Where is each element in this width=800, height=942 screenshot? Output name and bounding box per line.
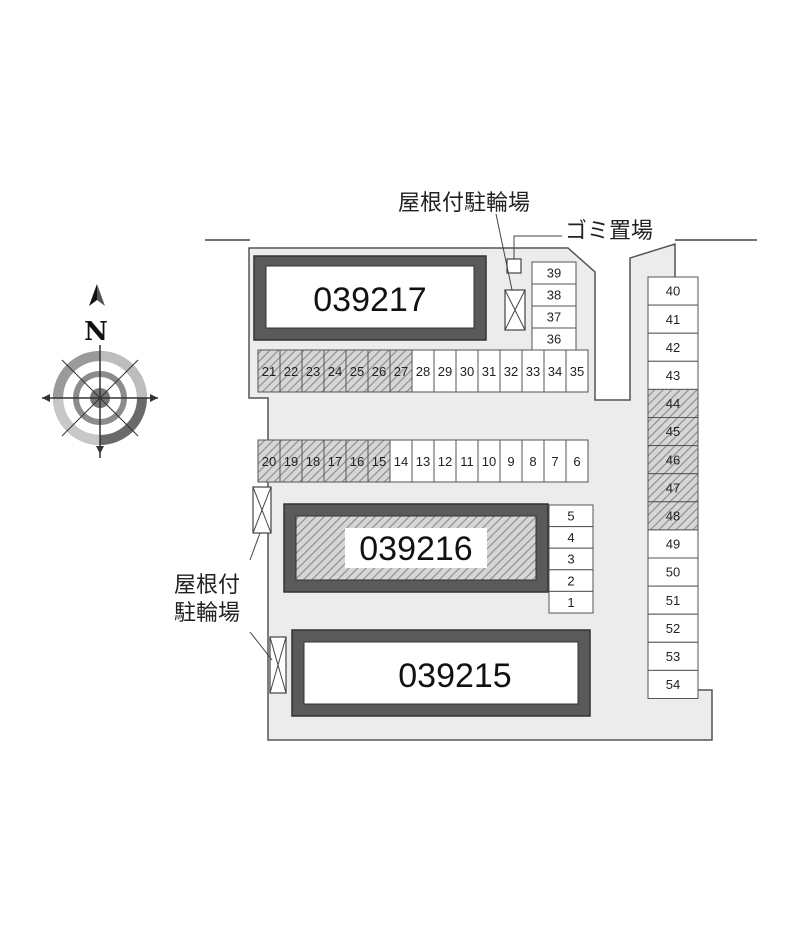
parking-slot-label-27: 27 [394, 364, 408, 379]
parking-slot-label-42: 42 [666, 340, 680, 355]
parking-slot-label-9: 9 [507, 454, 514, 469]
building-039216: 039216 [283, 503, 549, 593]
bike-shelter-top [504, 289, 526, 331]
parking-slot-label-15: 15 [372, 454, 386, 469]
parking-slot-label-39: 39 [547, 266, 561, 281]
parking-slot-label-38: 38 [547, 288, 561, 303]
bike-shelter-left-leader-1 [249, 532, 261, 561]
bike-shelter-top-label: 屋根付駐輪場 [398, 191, 530, 216]
parking-slot-label-41: 41 [666, 312, 680, 327]
parking-slot-label-30: 30 [460, 364, 474, 379]
parking-slot-label-22: 22 [284, 364, 298, 379]
bike-shelter-left-leader-2 [249, 631, 273, 661]
bike-shelter-left-upper [252, 486, 272, 534]
trash-area-box [506, 258, 522, 274]
parking-slot-43 [647, 360, 699, 390]
parking-slot-46 [647, 445, 699, 475]
parking-col-40-54: 40 41 42 43 44 45 46 47 48 49 50 51 52 53 54 [647, 276, 699, 700]
parking-slot-label-25: 25 [350, 364, 364, 379]
parking-slot-label-10: 10 [482, 454, 496, 469]
parking-slot-41 [647, 304, 699, 334]
parking-slot-label-13: 13 [416, 454, 430, 469]
trash-area-leader [513, 235, 562, 259]
parking-slot-label-31: 31 [482, 364, 496, 379]
building-039217: 039217 [253, 255, 487, 341]
parking-slot-label-18: 18 [306, 454, 320, 469]
parking-slot-label-23: 23 [306, 364, 320, 379]
parking-slot-label-32: 32 [504, 364, 518, 379]
parking-slot-label-51: 51 [666, 593, 680, 608]
parking-slot-label-29: 29 [438, 364, 452, 379]
parking-slot-49 [647, 529, 699, 559]
parking-col-5-1: 5 4 3 2 1 [548, 504, 594, 614]
parking-slot-label-21: 21 [262, 364, 276, 379]
parking-slot-label-43: 43 [666, 368, 680, 383]
parking-slot-label-19: 19 [284, 454, 298, 469]
parking-slot-label-45: 45 [666, 424, 680, 439]
north-label: N [84, 317, 108, 347]
parking-slot-44 [647, 388, 699, 418]
building-label-039216: 039216 [359, 530, 472, 568]
parking-slot-label-49: 49 [666, 537, 680, 552]
parking-slot-label-5: 5 [567, 508, 574, 523]
trash-area-label: ゴミ置場 [565, 219, 653, 244]
parking-slot-label-37: 37 [547, 310, 561, 325]
compass-rose-icon [42, 345, 158, 458]
parking-row-21-35: 21 22 23 24 25 26 27 28 29 30 31 32 33 34 35 [257, 349, 589, 393]
parking-slot-label-26: 26 [372, 364, 386, 379]
parking-slot-51 [647, 585, 699, 615]
parking-slot-label-50: 50 [666, 565, 680, 580]
building-039215: 039215 [291, 629, 591, 717]
parking-col-39-36: 39 38 37 36 [531, 261, 577, 351]
parking-slot-48 [647, 501, 699, 531]
parking-slot-label-14: 14 [394, 454, 408, 469]
parking-slot-label-20: 20 [262, 454, 276, 469]
parking-slot-label-6: 6 [573, 454, 580, 469]
bike-shelter-left-lower [269, 636, 287, 694]
parking-slot-label-48: 48 [666, 509, 680, 524]
parking-slot-label-52: 52 [666, 621, 680, 636]
parking-slot-45 [647, 417, 699, 447]
parking-slot-label-47: 47 [666, 480, 680, 495]
parking-slot-label-44: 44 [666, 396, 680, 411]
parking-slot-label-53: 53 [666, 649, 680, 664]
parking-slot-label-4: 4 [567, 530, 574, 545]
parking-slot-50 [647, 557, 699, 587]
parking-slot-36 [531, 327, 577, 351]
parking-slot-52 [647, 613, 699, 643]
parking-slot-label-28: 28 [416, 364, 430, 379]
parking-slot-label-2: 2 [567, 573, 574, 588]
parking-slot-35 [565, 349, 589, 393]
parking-slot-label-35: 35 [570, 364, 584, 379]
parking-slot-53 [647, 641, 699, 671]
parking-slot-label-40: 40 [666, 284, 680, 299]
bike-shelter-left-label-line2: 駐輪場 [174, 601, 240, 626]
parking-slot-6 [565, 439, 589, 483]
parking-slot-label-36: 36 [547, 332, 561, 347]
parking-slot-label-33: 33 [526, 364, 540, 379]
parking-slot-label-7: 7 [551, 454, 558, 469]
parking-slot-label-11: 11 [460, 454, 474, 469]
parking-slot-47 [647, 473, 699, 503]
parking-slot-label-12: 12 [438, 454, 452, 469]
building-label-039217: 039217 [313, 281, 426, 319]
parking-slot-label-16: 16 [350, 454, 364, 469]
bike-shelter-left-label-line1: 屋根付 [174, 573, 240, 598]
north-arrow-icon [89, 284, 105, 306]
bike-shelter-top-leader [495, 213, 513, 291]
parking-slot-1 [548, 590, 594, 614]
parking-slot-label-24: 24 [328, 364, 342, 379]
building-label-039215: 039215 [398, 657, 511, 695]
parking-slot-label-1: 1 [567, 595, 574, 610]
parking-slot-label-17: 17 [328, 454, 342, 469]
parking-slot-label-46: 46 [666, 452, 680, 467]
parking-slot-label-54: 54 [666, 677, 680, 692]
parking-slot-label-8: 8 [529, 454, 536, 469]
parking-slot-label-34: 34 [548, 364, 562, 379]
parking-slot-54 [647, 669, 699, 700]
parking-slot-label-3: 3 [567, 552, 574, 567]
